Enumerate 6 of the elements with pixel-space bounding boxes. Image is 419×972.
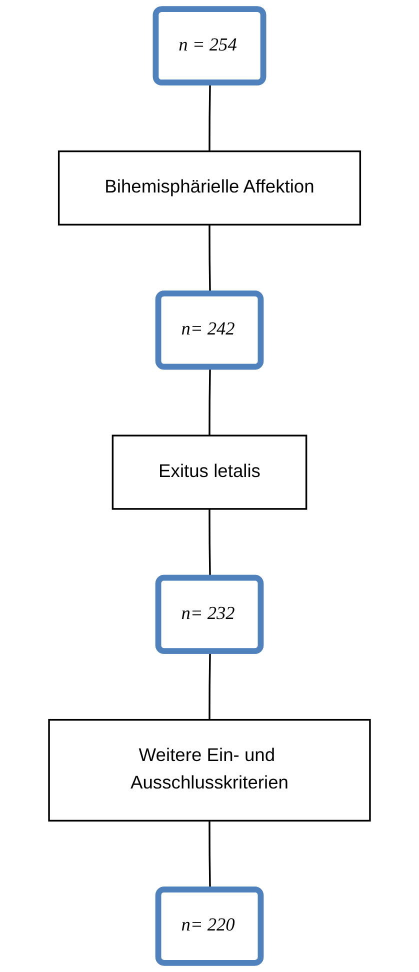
connector xyxy=(208,367,211,436)
node-box: Exitus letalis xyxy=(112,434,308,510)
connector xyxy=(208,83,211,152)
connector xyxy=(208,652,211,720)
node-box: Bihemisphärielle Affektion xyxy=(58,150,362,226)
node-box: Weitere Ein- und Ausschlusskriterien xyxy=(48,718,371,822)
